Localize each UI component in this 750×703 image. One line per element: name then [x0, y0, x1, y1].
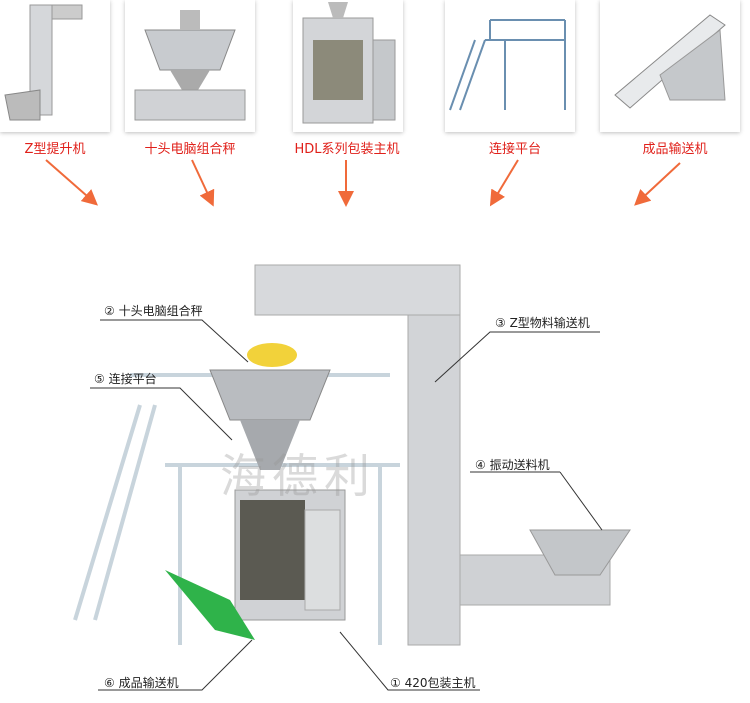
thumb-platform — [445, 0, 575, 132]
watermark: 海德利 — [220, 449, 376, 503]
callout-packing-machine: ① 420包装主机 — [390, 676, 476, 690]
thumb-multihead-weigher — [125, 0, 255, 132]
callout-platform: ⑤ 连接平台 — [94, 372, 157, 386]
callout-vibratory-feeder: ④ 振动送料机 — [475, 458, 550, 472]
top-label-z-elevator: Z型提升机 — [24, 142, 86, 157]
packing-machine-illustration — [165, 489, 346, 640]
arrows — [45, 159, 681, 207]
top-label-conveyor: 成品输送机 — [642, 142, 708, 157]
thumb-z-elevator — [0, 0, 110, 132]
thumb-packing-machine — [293, 0, 403, 132]
top-label-packing: HDL系列包装主机 — [294, 142, 400, 157]
callout-output-conveyor: ⑥ 成品输送机 — [104, 676, 179, 690]
top-label-weigher: 十头电脑组合秤 — [144, 142, 236, 157]
z-elevator-illustration — [254, 264, 631, 646]
top-label-platform: 连接平台 — [488, 142, 541, 157]
weigher-illustration — [209, 343, 331, 470]
callout-z-conveyor: ③ Z型物料输送机 — [495, 316, 590, 330]
thumb-output-conveyor — [600, 0, 740, 132]
callout-weigher: ② 十头电脑组合秤 — [104, 304, 203, 318]
